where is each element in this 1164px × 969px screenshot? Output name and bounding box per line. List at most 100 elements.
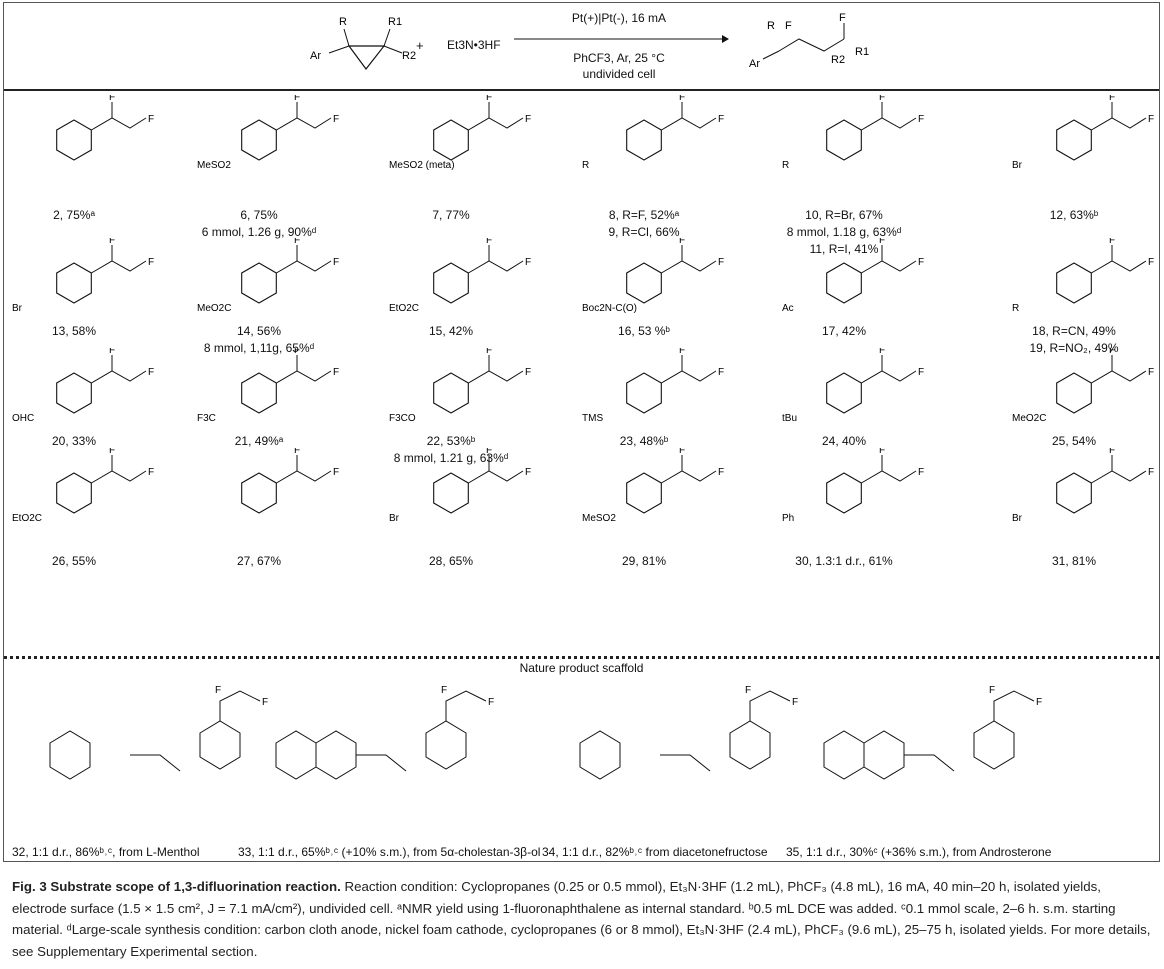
- svg-text:F: F: [918, 257, 924, 268]
- svg-text:F: F: [109, 238, 115, 246]
- svg-text:F: F: [486, 348, 492, 356]
- compound-label: 11, R=I, 41%: [809, 242, 879, 256]
- svg-text:F: F: [148, 467, 154, 478]
- svg-text:Boc2N-C(O): Boc2N-C(O): [582, 303, 637, 314]
- svg-text:Ar: Ar: [749, 58, 760, 70]
- svg-text:Ac: Ac: [782, 303, 794, 314]
- svg-text:R: R: [339, 16, 347, 28]
- svg-text:F: F: [215, 685, 221, 696]
- svg-text:F: F: [918, 114, 924, 125]
- compound-label: 6 mmol, 1.26 g, 90%ᵈ: [201, 225, 317, 239]
- plus-sign: +: [416, 38, 424, 53]
- dotted-divider: [4, 656, 1159, 659]
- structure-drawing: F F F3CO: [389, 348, 531, 424]
- compound-label: 26, 55%: [51, 554, 97, 568]
- svg-text:F: F: [294, 348, 300, 356]
- natural-product-header: Nature product scaffold: [519, 661, 644, 675]
- conditions-bottom: PhCF3, Ar, 25 °C: [573, 51, 665, 65]
- product-structure: R F F Ar R2 R1: [749, 12, 869, 70]
- svg-text:Br: Br: [389, 513, 400, 524]
- compound-label: 30, 1.3:1 d.r., 61%: [795, 554, 893, 568]
- compound-label: 15, 42%: [428, 324, 474, 338]
- svg-text:F: F: [294, 448, 300, 456]
- svg-text:F: F: [525, 114, 531, 125]
- conditions-top: Pt(+)|Pt(-), 16 mA: [571, 11, 667, 25]
- structure-drawing: F F: [56, 95, 154, 161]
- structure-drawing: F F R: [782, 95, 924, 171]
- structure-drawing: FF: [49, 685, 268, 780]
- reagent: Et3N•3HF: [447, 38, 501, 52]
- svg-text:F: F: [718, 367, 724, 378]
- compound-label: 21, 49%ᵃ: [234, 434, 284, 448]
- svg-text:R2: R2: [831, 54, 845, 66]
- structure-drawing: F F TMS: [582, 348, 724, 424]
- svg-text:F: F: [918, 467, 924, 478]
- compound-entry: F F MeSO2 (meta)7, 77%: [356, 95, 546, 222]
- svg-text:F: F: [441, 685, 447, 696]
- natural-product-label: 34, 1:1 d.r., 82%ᵇ˒ᶜ from diacetonefruct…: [542, 845, 768, 859]
- svg-text:F: F: [262, 697, 268, 708]
- svg-text:F: F: [525, 367, 531, 378]
- svg-text:F: F: [1109, 448, 1115, 456]
- structure-drawing: F F Br: [1012, 95, 1154, 171]
- compound-label: 9, R=Cl, 66%: [608, 225, 680, 239]
- svg-text:F: F: [839, 12, 846, 24]
- compound-label: 13, 58%: [51, 324, 97, 338]
- svg-text:F: F: [879, 348, 885, 356]
- compound-label: 20, 33%: [51, 434, 97, 448]
- compound-label: 31, 81%: [1051, 554, 1097, 568]
- svg-text:F: F: [294, 238, 300, 246]
- conditions-cell: undivided cell: [582, 67, 656, 81]
- structure-drawing: F F R: [1012, 238, 1154, 314]
- compound-label: 25, 54%: [1051, 434, 1097, 448]
- svg-text:TMS: TMS: [582, 413, 603, 424]
- svg-text:F: F: [785, 20, 792, 32]
- natural-product-label: 35, 1:1 d.r., 30%ᶜ (+36% s.m.), from And…: [786, 845, 1052, 859]
- svg-text:R: R: [1012, 303, 1019, 314]
- svg-text:F: F: [294, 95, 300, 103]
- compound-label: 8 mmol, 1,11g, 65%ᵈ: [203, 341, 315, 355]
- svg-text:F: F: [148, 367, 154, 378]
- compound-entry: F F 2, 75%ᵃ: [0, 95, 169, 222]
- svg-text:R: R: [582, 160, 589, 171]
- compound-label: 22, 53%ᵇ: [426, 434, 476, 448]
- svg-text:MeSO2: MeSO2: [197, 160, 231, 171]
- structure-drawing: F F MeO2C: [197, 238, 339, 314]
- compound-entry: F F MeO2C 25, 54%: [979, 348, 1164, 463]
- structure-drawing: FF: [275, 685, 494, 780]
- compound-label: 14, 56%: [236, 324, 282, 338]
- svg-text:F: F: [679, 348, 685, 356]
- natural-product-label: 33, 1:1 d.r., 65%ᵇ˒ᶜ (+10% s.m.), from 5…: [238, 845, 541, 859]
- compound-label: 10, R=Br, 67%: [805, 208, 883, 222]
- svg-text:F: F: [1036, 697, 1042, 708]
- svg-text:F: F: [1109, 348, 1115, 356]
- structure-drawing: F F OHC: [12, 348, 154, 424]
- cyclopropane-structure: R R1 Ar R2: [310, 16, 416, 70]
- svg-text:F: F: [1109, 238, 1115, 246]
- svg-text:Br: Br: [1012, 513, 1023, 524]
- svg-text:F: F: [333, 467, 339, 478]
- reaction-scheme: R R1 Ar R2 + Et3N•3HF Pt(+)|Pt(-), 16 mA…: [4, 3, 1159, 91]
- svg-text:EtO2C: EtO2C: [389, 303, 419, 314]
- svg-text:F: F: [718, 257, 724, 268]
- svg-text:F: F: [1148, 257, 1154, 268]
- structure-drawing: F F MeO2C: [1012, 348, 1154, 424]
- svg-text:F: F: [525, 467, 531, 478]
- svg-text:F: F: [1148, 114, 1154, 125]
- svg-text:R2: R2: [402, 50, 416, 62]
- structure-drawing: F F EtO2C: [389, 238, 531, 314]
